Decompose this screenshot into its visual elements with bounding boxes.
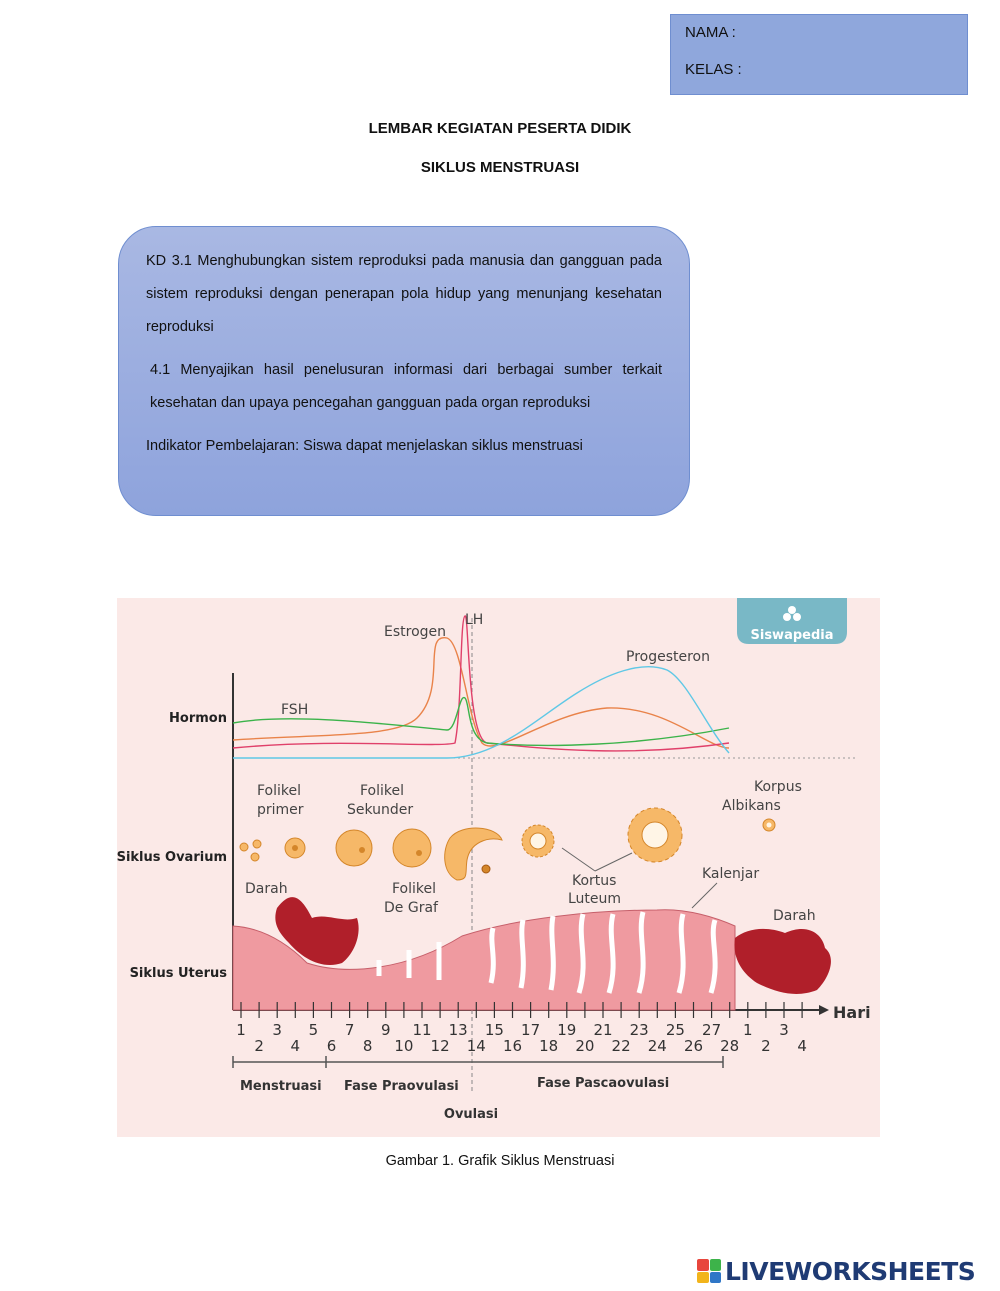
day-tick-label-bottom: 18 <box>539 1037 558 1055</box>
day-tick-label-bottom: 24 <box>648 1037 667 1055</box>
siswapedia-badge <box>737 598 847 644</box>
kortus-pointer <box>561 847 596 872</box>
kortus-label-1: Kortus <box>572 873 616 889</box>
day-tick-label-top: 11 <box>412 1021 431 1039</box>
day-tick-label-top: 21 <box>593 1021 612 1039</box>
estrogen-curve <box>232 637 730 749</box>
day-tick-label-bottom: 8 <box>363 1037 373 1055</box>
kalenjar-pointer <box>691 882 718 909</box>
day-tick-label-top: 3 <box>779 1021 789 1039</box>
worksheet-subtitle: SIKLUS MENSTRUASI <box>420 159 580 176</box>
day-tick-label-bottom: 10 <box>394 1037 413 1055</box>
phase-pascaovulasi: Fase Pascaovulasi <box>537 1076 669 1091</box>
korpus-label-2: Albikans <box>722 798 781 814</box>
row-label-hormon: Hormon <box>169 711 227 726</box>
indikator-text: Indikator Pembelajaran: Siswa dapat menj… <box>146 438 583 454</box>
figure-caption: Gambar 1. Grafik Siklus Menstruasi <box>385 1153 615 1169</box>
day-tick-label-bottom: 6 <box>327 1037 337 1055</box>
phase-ovulasi: Ovulasi <box>444 1107 498 1122</box>
liveworksheets-logo-icon <box>697 1259 721 1283</box>
day-tick-label-bottom: 12 <box>431 1037 450 1055</box>
progesteron-label: Progesteron <box>626 649 710 665</box>
day-tick-label-top: 1 <box>743 1021 753 1039</box>
ovulating-follicle-icon <box>444 827 503 881</box>
day-tick-label-top: 9 <box>381 1021 391 1039</box>
phase-praovulasi: Fase Praovulasi <box>344 1079 459 1094</box>
day-tick-label-bottom: 2 <box>761 1037 771 1055</box>
fsh-label: FSH <box>281 702 308 718</box>
nama-label: NAMA : <box>685 24 736 41</box>
day-tick-label-top: 13 <box>449 1021 468 1039</box>
day-tick-label-bottom: 16 <box>503 1037 522 1055</box>
blood-left-icon <box>275 897 359 966</box>
kelas-label: KELAS : <box>685 61 742 78</box>
kd-4-1-text: 4.1 Menyajikan hasil penelusuran informa… <box>150 362 662 411</box>
day-tick-label-top: 7 <box>345 1021 355 1039</box>
worksheet-title: LEMBAR KEGIATAN PESERTA DIDIK <box>368 120 632 137</box>
day-tick-label-top: 15 <box>485 1021 504 1039</box>
day-tick-label-bottom: 4 <box>291 1037 301 1055</box>
korpus-label-1: Korpus <box>754 779 802 795</box>
day-tick-label-bottom: 26 <box>684 1037 703 1055</box>
kalenjar-label: Kalenjar <box>702 866 759 882</box>
folikel-sekunder-label-2: Sekunder <box>347 802 413 818</box>
progesteron-curve <box>233 666 730 759</box>
kd-3-1-text: KD 3.1 Menghubungkan sistem reproduksi p… <box>146 253 662 335</box>
day-tick-label-top: 17 <box>521 1021 540 1039</box>
follicle-primary-icon <box>239 842 249 852</box>
siswapedia-brand: Siswapedia <box>751 628 834 643</box>
day-tick-label-bottom: 20 <box>575 1037 594 1055</box>
day-tick-label-top: 1 <box>236 1021 246 1039</box>
estrogen-label: Estrogen <box>384 624 446 640</box>
folikel-primer-label-1: Folikel <box>257 783 301 799</box>
follicle-sekunder-icon <box>335 829 373 867</box>
row-label-uterus: Siklus Uterus <box>130 966 228 981</box>
folikel-degraf-label-1: Folikel <box>392 881 436 897</box>
darah-right-label: Darah <box>773 908 816 924</box>
day-tick-label-bottom: 22 <box>612 1037 631 1055</box>
folikel-primer-label-2: primer <box>257 802 304 818</box>
x-axis-label: Hari <box>833 1003 871 1022</box>
day-tick-label-bottom: 4 <box>797 1037 807 1055</box>
folikel-degraf-label-2: De Graf <box>384 900 439 916</box>
follicle-degraf-icon <box>392 828 432 868</box>
menstrual-cycle-diagram: Siswapedia Hormon Siklus Ovarium Siklus … <box>117 598 871 1122</box>
competency-box: KD 3.1 Menghubungkan sistem reproduksi p… <box>118 226 690 516</box>
day-tick-label-top: 27 <box>702 1021 721 1039</box>
student-info-box: NAMA : KELAS : <box>670 14 968 95</box>
day-tick-label-top: 25 <box>666 1021 685 1039</box>
lh-label: LH <box>465 612 483 628</box>
kortus-label-2: Luteum <box>568 891 621 907</box>
liveworksheets-brand: LIVEWORKSHEETS <box>725 1256 976 1286</box>
lh-curve <box>232 615 730 752</box>
ovum-icon <box>481 864 491 874</box>
fsh-curve <box>232 697 730 747</box>
menstrual-cycle-figure: Siswapedia Hormon Siklus Ovarium Siklus … <box>117 598 880 1137</box>
phase-menstruasi: Menstruasi <box>240 1079 322 1094</box>
darah-left-label: Darah <box>245 881 288 897</box>
blood-right-icon <box>734 928 831 994</box>
x-axis-arrow-icon <box>819 1005 829 1015</box>
day-tick-label-bottom: 2 <box>254 1037 264 1055</box>
liveworksheets-logo: LIVEWORKSHEETS <box>697 1255 976 1287</box>
day-tick-label-bottom: 14 <box>467 1037 486 1055</box>
day-tick-label-top: 19 <box>557 1021 576 1039</box>
uterus-glands <box>376 911 718 994</box>
day-tick-label-top: 3 <box>272 1021 282 1039</box>
day-tick-label-bottom: 28 <box>720 1037 739 1055</box>
folikel-sekunder-label-1: Folikel <box>360 783 404 799</box>
day-tick-label-top: 23 <box>630 1021 649 1039</box>
row-label-ovarium: Siklus Ovarium <box>117 850 227 865</box>
day-tick-label-top: 5 <box>309 1021 319 1039</box>
siswapedia-logo-icon <box>788 606 796 614</box>
